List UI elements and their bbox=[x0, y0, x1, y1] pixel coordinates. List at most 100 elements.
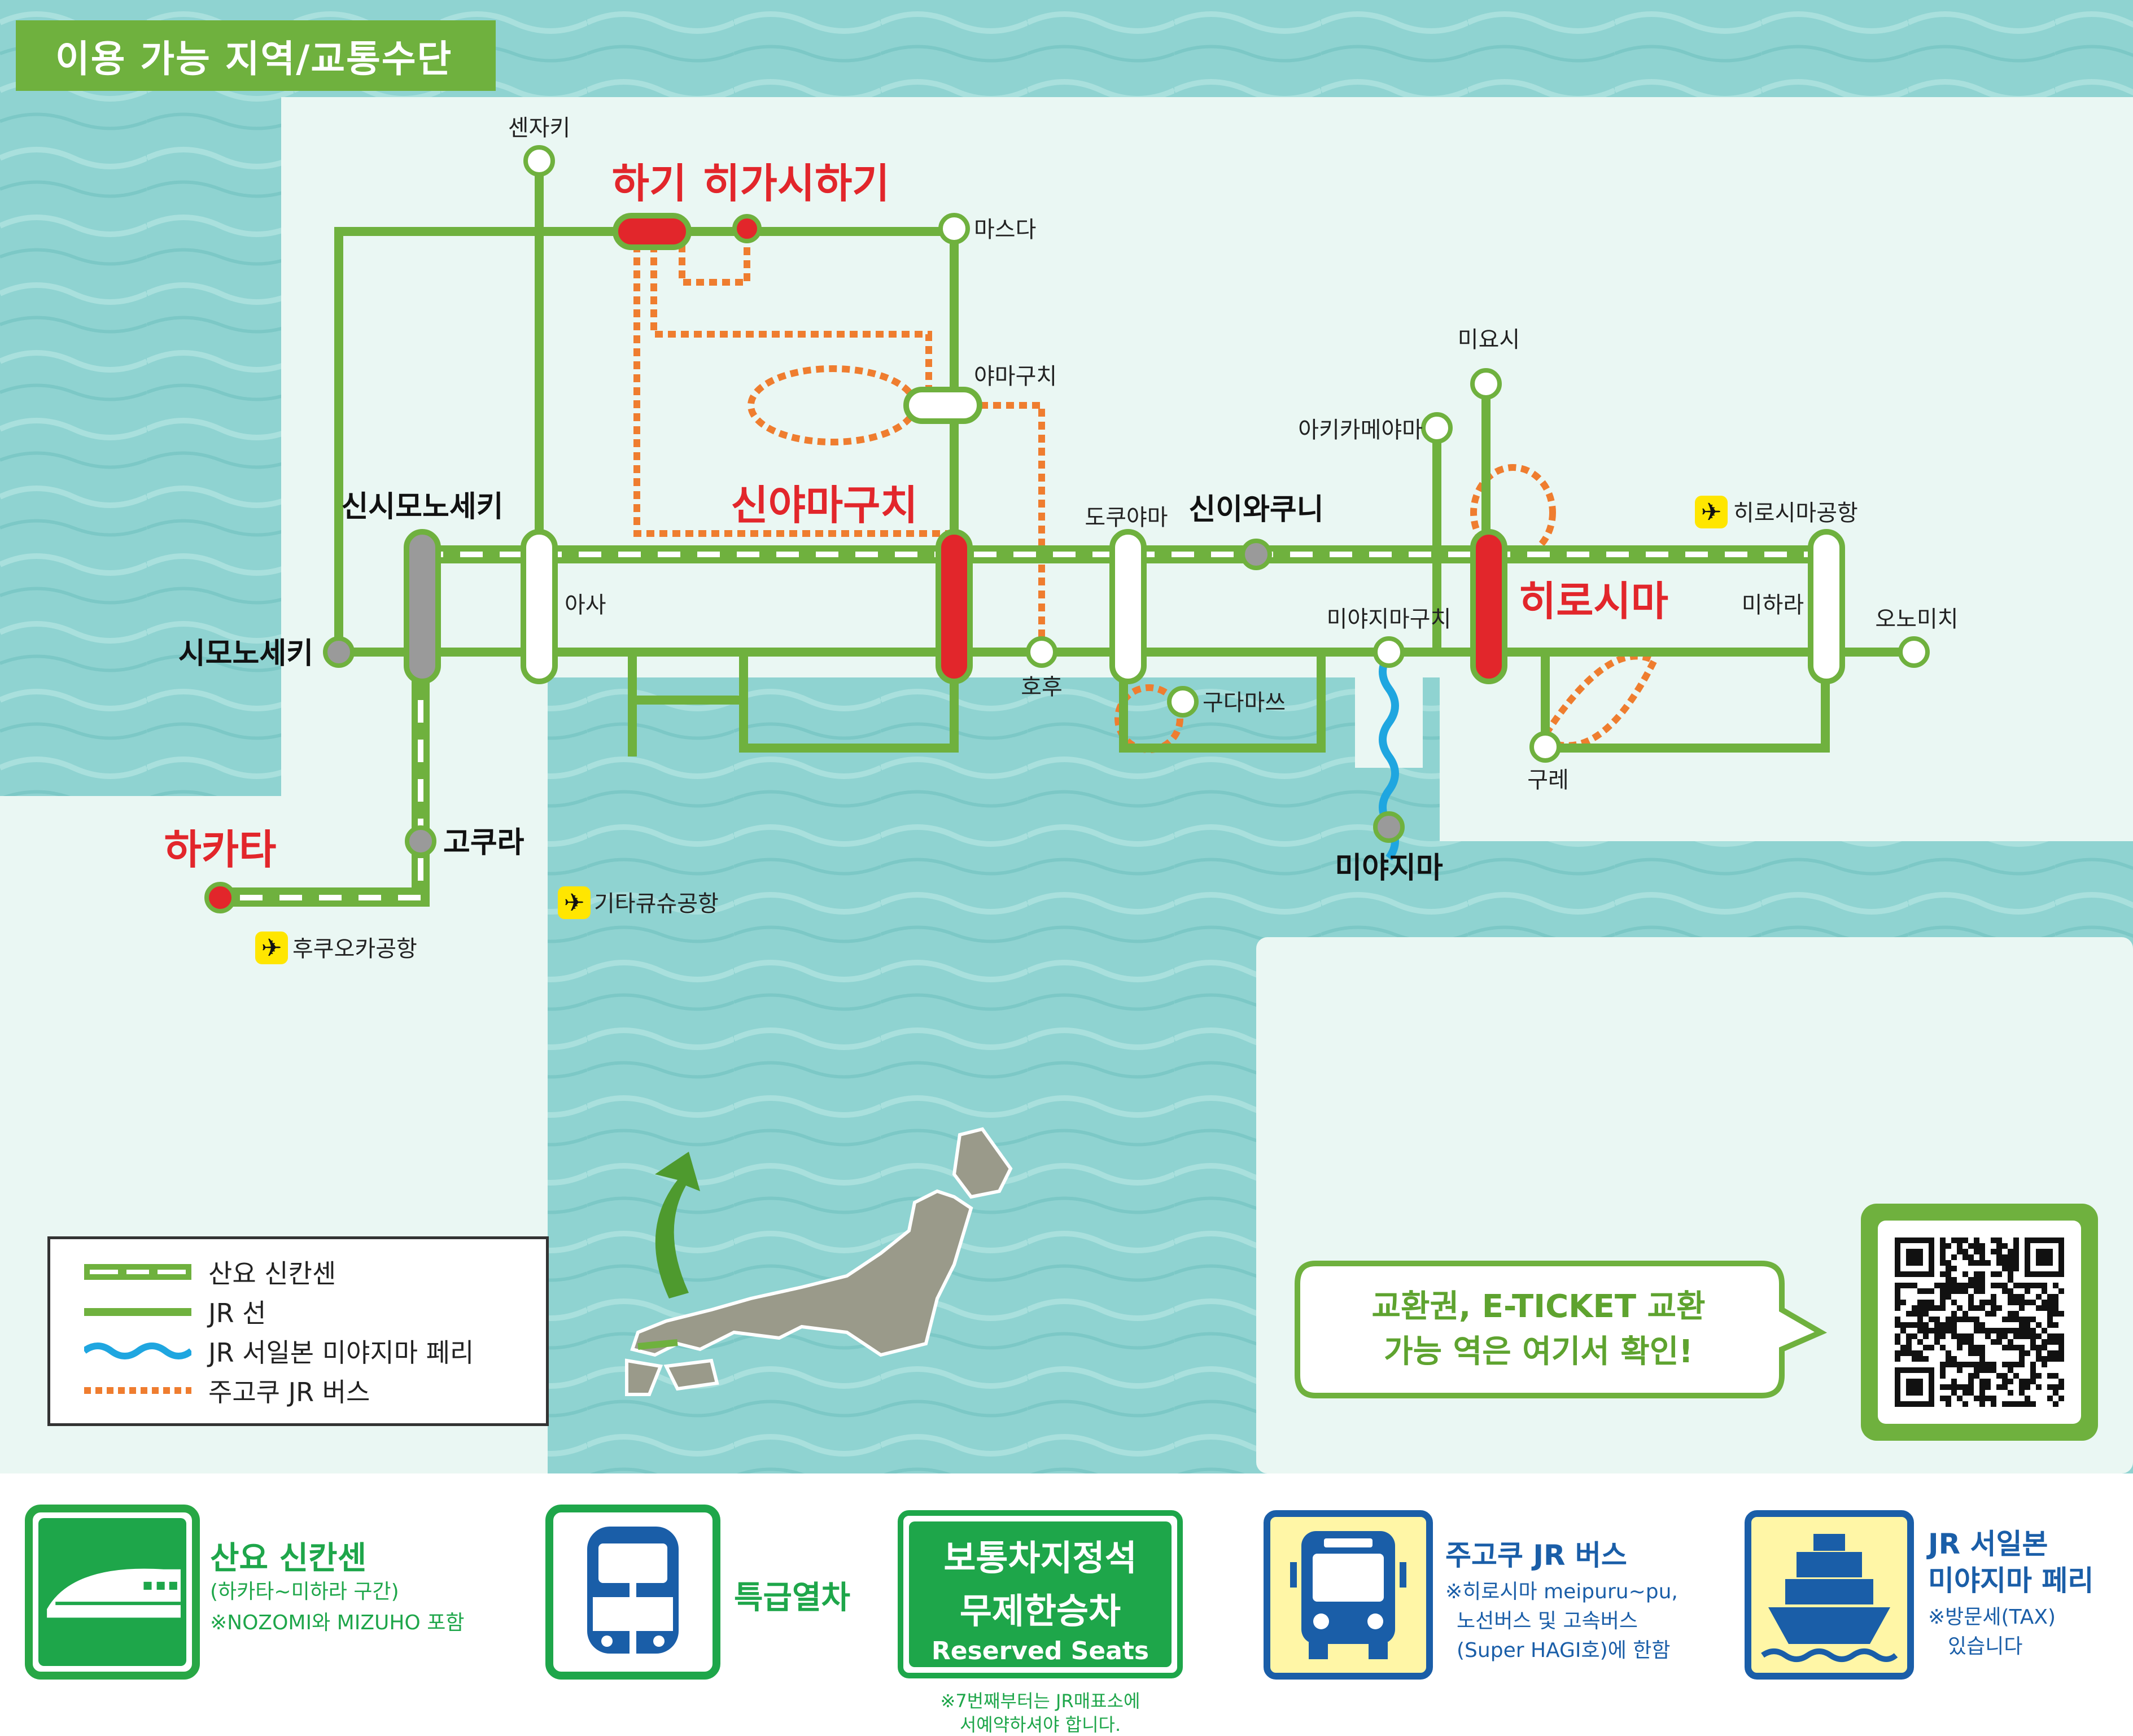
ferry-symbol-icon bbox=[84, 1343, 191, 1359]
label-miyajima: 미야지마 bbox=[1335, 851, 1443, 885]
station-capsule-tokuyama[interactable] bbox=[1109, 529, 1147, 684]
page-title: 이용 가능 지역/교통수단 bbox=[16, 20, 496, 91]
shinkansen-sub1: (하카타~미하라 구간) bbox=[210, 1580, 399, 1603]
bus-route-symbol-icon bbox=[84, 1387, 191, 1394]
station-capsule-hiroshima[interactable] bbox=[1470, 529, 1507, 684]
reserved-line-1: 보통차지정석 bbox=[943, 1537, 1137, 1578]
shinkansen-title: 산요 신칸센 bbox=[210, 1540, 367, 1577]
qr-code-icon bbox=[1895, 1237, 2064, 1407]
jr-line-symbol-icon bbox=[84, 1308, 191, 1316]
label-shimonoseki: 시모노세키 bbox=[178, 637, 313, 671]
reserved-line-3: Reserved Seats bbox=[931, 1637, 1149, 1665]
map-legend: 산요 신칸센 JR 선 JR 서일본 미야지마 페리 주고쿠 JR 버스 bbox=[47, 1236, 549, 1426]
ferry-title-2: 미야지마 페리 bbox=[1928, 1564, 2094, 1597]
reserved-note-1: ※7번째부터는 JR매표소에 bbox=[940, 1690, 1140, 1712]
station-capsule-mihara[interactable] bbox=[1808, 529, 1845, 684]
legend-ferry: JR 서일본 미야지마 페리 bbox=[84, 1334, 474, 1368]
station-dot-kure[interactable] bbox=[1529, 731, 1561, 763]
label-kokura: 고쿠라 bbox=[443, 826, 524, 860]
station-capsule-yamaguchi[interactable] bbox=[903, 387, 982, 424]
station-dot-higashihagi[interactable] bbox=[732, 214, 762, 243]
legend-shinkansen: 산요 신칸센 bbox=[84, 1255, 336, 1289]
reserved-note-2: 서예약하셔야 합니다. bbox=[959, 1714, 1121, 1735]
shinkansen-train-icon bbox=[47, 1568, 181, 1618]
airport-hiroshima[interactable]: ✈ 히로시마공항 bbox=[1695, 496, 1858, 528]
station-dot-miyoshi[interactable] bbox=[1470, 368, 1502, 400]
label-hagi: 하기 bbox=[612, 160, 687, 207]
speech-bubble-shape bbox=[1295, 1261, 1828, 1398]
station-dot-hakata[interactable] bbox=[204, 882, 236, 913]
qr-code-panel[interactable] bbox=[1861, 1204, 2098, 1441]
station-dot-miyajima[interactable] bbox=[1373, 811, 1405, 843]
label-masuda: 마스다 bbox=[974, 217, 1036, 243]
legend-bus: 주고쿠 JR 버스 bbox=[84, 1374, 370, 1407]
station-dot-akikameyama[interactable] bbox=[1421, 412, 1453, 444]
station-dot-kokura[interactable] bbox=[405, 825, 436, 857]
limited-express-title: 특급열차 bbox=[734, 1580, 851, 1616]
airport-kitakyushu[interactable]: ✈ 기타큐슈공항 bbox=[558, 886, 719, 919]
shinkansen-sub2: ※NOZOMI와 MIZUHO 포함 bbox=[210, 1611, 465, 1634]
station-capsule-asa[interactable] bbox=[521, 529, 558, 684]
station-dot-miyajimaguchi[interactable] bbox=[1373, 636, 1405, 668]
shinkansen-symbol-icon bbox=[84, 1264, 191, 1280]
label-shinyamaguchi: 신야마구치 bbox=[731, 482, 917, 529]
plane-icon: ✈ bbox=[261, 934, 282, 963]
airport-fukuoka[interactable]: ✈ 후쿠오카공항 bbox=[255, 932, 417, 964]
ferry-card bbox=[1745, 1510, 1914, 1680]
reserved-seats-card: 보통차지정석 무제한승차 Reserved Seats bbox=[898, 1510, 1183, 1678]
station-dot-senzaki[interactable] bbox=[523, 145, 555, 177]
label-senzaki: 센자키 bbox=[508, 115, 570, 141]
bus-sub2: 노선버스 및 고속버스 bbox=[1457, 1610, 1638, 1633]
label-hiroshima: 히로시마 bbox=[1519, 578, 1668, 625]
bus-card bbox=[1264, 1510, 1433, 1680]
label-kudamatsu: 구다마쓰 bbox=[1203, 690, 1286, 716]
label-asa: 아사 bbox=[565, 592, 606, 618]
station-dots bbox=[204, 145, 1930, 913]
label-shinshimonoseki: 신시모노세키 bbox=[341, 490, 503, 524]
label-onomichi: 오노미치 bbox=[1875, 606, 1958, 632]
airport-label-kitakyushu: 기타큐슈공항 bbox=[594, 891, 719, 917]
airport-label-hiroshima: 히로시마공항 bbox=[1733, 500, 1858, 526]
bus-title: 주고쿠 JR 버스 bbox=[1445, 1539, 1627, 1572]
label-hofu: 호후 bbox=[1021, 674, 1063, 700]
transport-types-bar: 산요 신칸센 (하카타~미하라 구간) ※NOZOMI와 MIZUHO 포함 특… bbox=[0, 1473, 2133, 1736]
ferry-title-1: JR 서일본 bbox=[1928, 1528, 2048, 1560]
label-mihara: 미하라 bbox=[1742, 592, 1804, 618]
label-higashihagi: 히가시하기 bbox=[702, 160, 889, 207]
exchange-line-1: 교환권, E-TICKET 교환 bbox=[1371, 1288, 1706, 1325]
station-dot-shimonoseki[interactable] bbox=[323, 636, 355, 668]
station-dot-shiniwakuni[interactable] bbox=[1240, 539, 1272, 570]
label-yamaguchi: 야마구치 bbox=[974, 364, 1057, 390]
station-dot-onomichi[interactable] bbox=[1898, 636, 1930, 668]
label-hakata: 하카타 bbox=[164, 826, 277, 873]
land-honshu-west bbox=[0, 97, 2133, 1473]
station-capsule-hagi[interactable] bbox=[613, 213, 692, 250]
bus-sub3: (Super HAGI호)에 한함 bbox=[1457, 1639, 1671, 1662]
legend-jr-line: JR 선 bbox=[84, 1295, 266, 1328]
exchange-info-bubble[interactable]: 교환권, E-TICKET 교환 가능 역은 여기서 확인! bbox=[1293, 1259, 1829, 1400]
label-tokuyama: 도쿠야마 bbox=[1085, 505, 1168, 531]
limited-express-train-icon bbox=[587, 1527, 679, 1654]
airport-label-fukuoka: 후쿠오카공항 bbox=[292, 936, 417, 962]
bus-icon bbox=[1290, 1531, 1406, 1659]
ship-icon bbox=[1761, 1534, 1898, 1662]
label-shiniwakuni: 신이와쿠니 bbox=[1188, 493, 1323, 527]
label-akikameyama: 아키카메야마 bbox=[1298, 417, 1423, 443]
bus-sub1: ※히로시마 meipuru~pu, bbox=[1445, 1580, 1678, 1603]
shinkansen-card bbox=[25, 1505, 200, 1680]
label-miyajimaguchi: 미야지마구치 bbox=[1327, 606, 1452, 632]
plane-icon: ✈ bbox=[564, 889, 585, 917]
ferry-sub1: ※방문세(TAX) bbox=[1928, 1606, 2056, 1629]
station-labels: 센자키 하기 히가시하기 마스다 야마구치 신야마구치 신시모노세키 시모노세키… bbox=[164, 115, 1959, 885]
station-dot-masuda[interactable] bbox=[938, 213, 970, 244]
station-dot-kudamatsu[interactable] bbox=[1167, 686, 1199, 718]
station-dot-hofu[interactable] bbox=[1026, 636, 1057, 668]
station-capsule-shinshimonoseki[interactable] bbox=[404, 529, 441, 684]
arrow-icon bbox=[655, 1152, 700, 1298]
label-kure: 구레 bbox=[1527, 767, 1569, 793]
reserved-line-2: 무제한승차 bbox=[959, 1590, 1121, 1632]
exchange-line-2: 가능 역은 여기서 확인! bbox=[1384, 1333, 1693, 1370]
station-capsule-shinyamaguchi[interactable] bbox=[936, 529, 973, 684]
limited-express-card bbox=[545, 1505, 720, 1680]
